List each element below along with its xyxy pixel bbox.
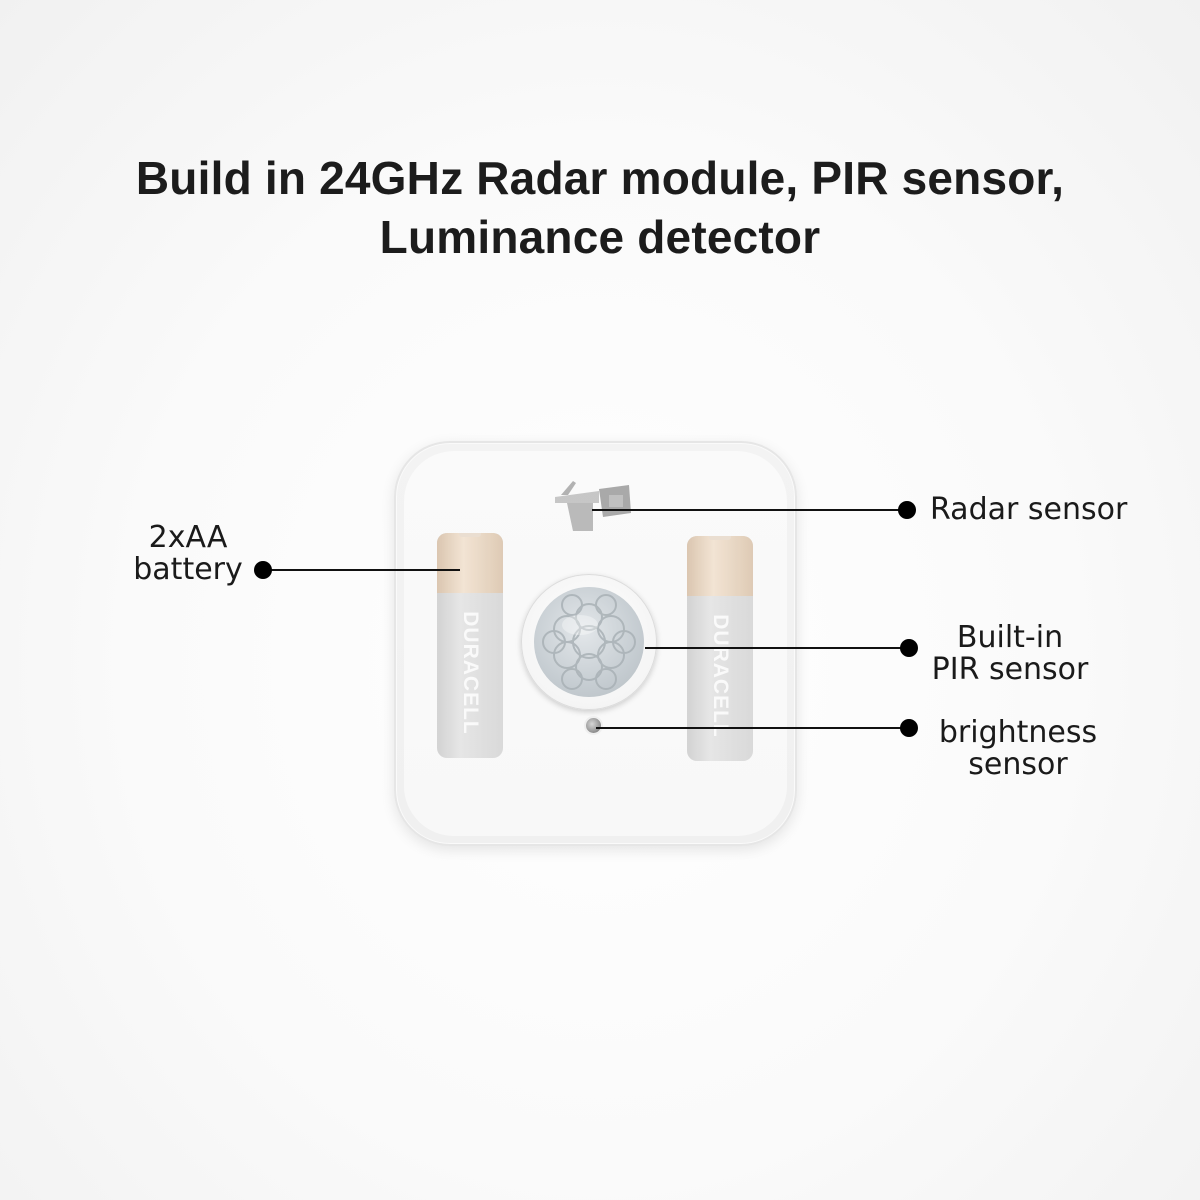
brightness-label-line-1: brightness — [938, 715, 1098, 750]
pir-callout-dot — [900, 639, 918, 657]
lens-facets-icon — [542, 594, 636, 690]
battery-cap — [437, 533, 503, 593]
battery-terminal — [459, 533, 481, 537]
aa-battery-right: DURACELL — [687, 536, 753, 761]
battery-label-line-2: battery — [133, 552, 243, 587]
radar-callout-label: Radar sensor — [930, 494, 1127, 526]
battery-cap — [687, 536, 753, 596]
pir-label-line-1: Built-in — [956, 620, 1064, 655]
radar-label-text: Radar sensor — [930, 492, 1128, 527]
radar-callout-dot — [898, 501, 916, 519]
brightness-label-line-2: sensor — [968, 747, 1068, 782]
brightness-callout-dot — [900, 719, 918, 737]
aa-battery-left: DURACELL — [437, 533, 503, 758]
battery-brand: DURACELL — [709, 614, 732, 738]
brightness-sensor-window — [586, 718, 601, 733]
battery-terminal — [709, 536, 731, 540]
pir-sensor-ring — [521, 574, 657, 710]
radar-module-icon — [555, 481, 631, 531]
battery-label-line-1: 2xAA — [148, 520, 228, 555]
battery-brand: DURACELL — [459, 611, 482, 735]
pir-callout-label: Built-in PIR sensor — [920, 622, 1100, 686]
headline-line-1: Build in 24GHz Radar module, PIR sensor, — [135, 151, 1065, 204]
pir-label-line-2: PIR sensor — [931, 652, 1089, 687]
pir-fresnel-lens — [534, 587, 644, 697]
headline: Build in 24GHz Radar module, PIR sensor,… — [0, 149, 1200, 267]
headline-line-2: Luminance detector — [379, 210, 821, 263]
battery-callout-label: 2xAA battery — [118, 522, 258, 586]
brightness-callout-label: brightness sensor — [930, 717, 1106, 781]
